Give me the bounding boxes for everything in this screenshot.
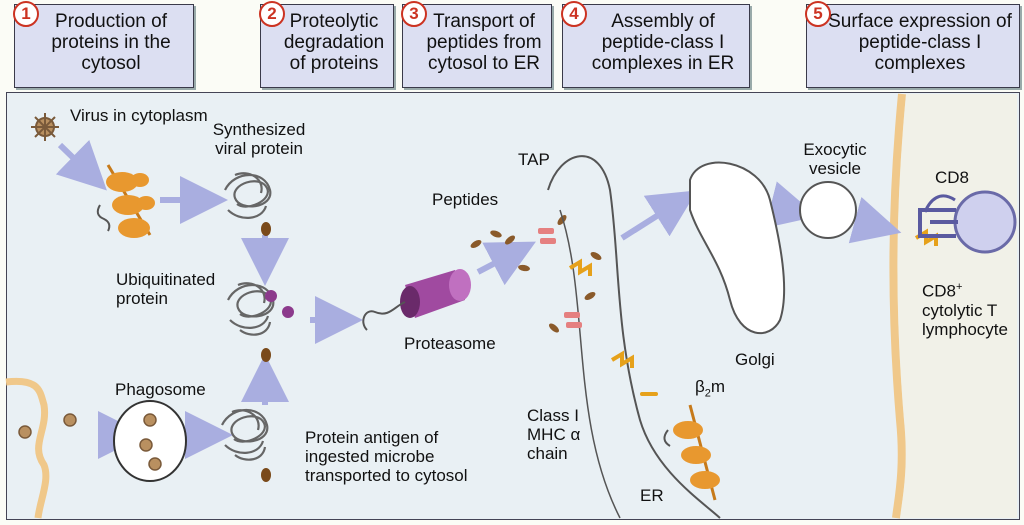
proteasome-icon xyxy=(362,269,471,331)
arrow-er-to-golgi xyxy=(620,190,698,241)
label-virus: Virus in cytoplasm xyxy=(70,106,208,125)
protein-tangles xyxy=(221,172,294,482)
ribosome-icon xyxy=(96,164,155,238)
flow-arrows xyxy=(55,139,902,459)
t-cell-icon xyxy=(918,190,1017,254)
er-ribosomes-icon xyxy=(663,404,720,501)
arrow-vesicle-to-surface xyxy=(848,196,902,244)
arrow-proteasome-to-tap xyxy=(476,241,536,286)
step-1-text: Production of proteins in the cytosol xyxy=(51,11,171,74)
tap-icon xyxy=(538,228,582,328)
step-2-box: 2 Proteolytic degradation of proteins xyxy=(259,1,394,88)
b2m-prefix: β xyxy=(695,377,705,396)
peptide-fragments xyxy=(470,215,602,333)
step-3-box: 3 Transport of peptides from cytosol to … xyxy=(401,1,552,88)
er-membrane-inner xyxy=(559,209,621,519)
step-5-box: 5 Surface expression of peptide-class I … xyxy=(805,1,1020,88)
step-1-number: 1 xyxy=(13,1,39,27)
label-synth: Synthesized viral protein xyxy=(212,120,306,158)
label-ubiq: Ubiquitinated protein xyxy=(116,270,216,308)
phagocytic-membrane xyxy=(5,377,50,519)
mhc-er-1 xyxy=(568,258,592,276)
label-class-i: Class I MHC α chain xyxy=(527,406,581,463)
er-membrane xyxy=(547,155,721,519)
step-1-box: 1 Production of proteins in the cytosol xyxy=(13,1,194,88)
label-exocytic: Exocytic vesicle xyxy=(803,140,867,178)
plasma-membrane xyxy=(889,93,906,519)
b2m-sub: 2 xyxy=(704,387,711,400)
step-2-number: 2 xyxy=(259,1,285,27)
label-cd8: CD8 xyxy=(935,168,970,187)
cd8-cell-rest: cytolytic T lymphocyte xyxy=(922,300,1008,339)
exocytic-vesicle-icon xyxy=(799,181,857,239)
label-phagosome: Phagosome xyxy=(115,380,206,399)
step-5-number: 5 xyxy=(805,1,831,27)
synth-protein-icon xyxy=(224,172,272,236)
antigen-protein-icon xyxy=(221,409,271,482)
beta2m-fragment xyxy=(640,392,658,396)
step-3-number: 3 xyxy=(401,1,427,27)
virus-icon xyxy=(31,113,59,141)
step-3-text: Transport of peptides from cytosol to ER xyxy=(426,11,542,74)
step-4-number: 4 xyxy=(561,1,587,27)
arrow-virus-to-ribosome xyxy=(55,139,107,191)
arrow-golgi-to-vesicle xyxy=(765,181,818,229)
label-proteasome: Proteasome xyxy=(404,334,496,353)
label-cd8-cell: CD8+ cytolytic T lymphocyte xyxy=(922,278,1022,339)
ubiq-protein-icon xyxy=(227,282,294,362)
cd8-cell-main: CD8 xyxy=(922,281,957,301)
step-5-text: Surface expression of peptide-class I co… xyxy=(828,11,1012,74)
label-b2m: β2m xyxy=(695,377,725,403)
label-golgi: Golgi xyxy=(735,350,775,369)
step-4-text: Assembly of peptide-class I complexes in… xyxy=(591,11,735,74)
golgi-icon xyxy=(689,161,786,335)
label-tap: TAP xyxy=(518,150,550,169)
label-antigen: Protein antigen of ingested microbe tran… xyxy=(305,428,468,485)
mhc-er-2 xyxy=(610,350,634,368)
b2m-suffix: m xyxy=(710,377,726,396)
label-peptides: Peptides xyxy=(432,190,499,209)
step-2-text: Proteolytic degradation of proteins xyxy=(283,11,385,74)
cd8-cell-sup: + xyxy=(956,281,963,293)
step-4-box: 4 Assembly of peptide-class I complexes … xyxy=(561,1,750,88)
phagosome-icon xyxy=(18,400,187,482)
label-er: ER xyxy=(640,486,664,505)
